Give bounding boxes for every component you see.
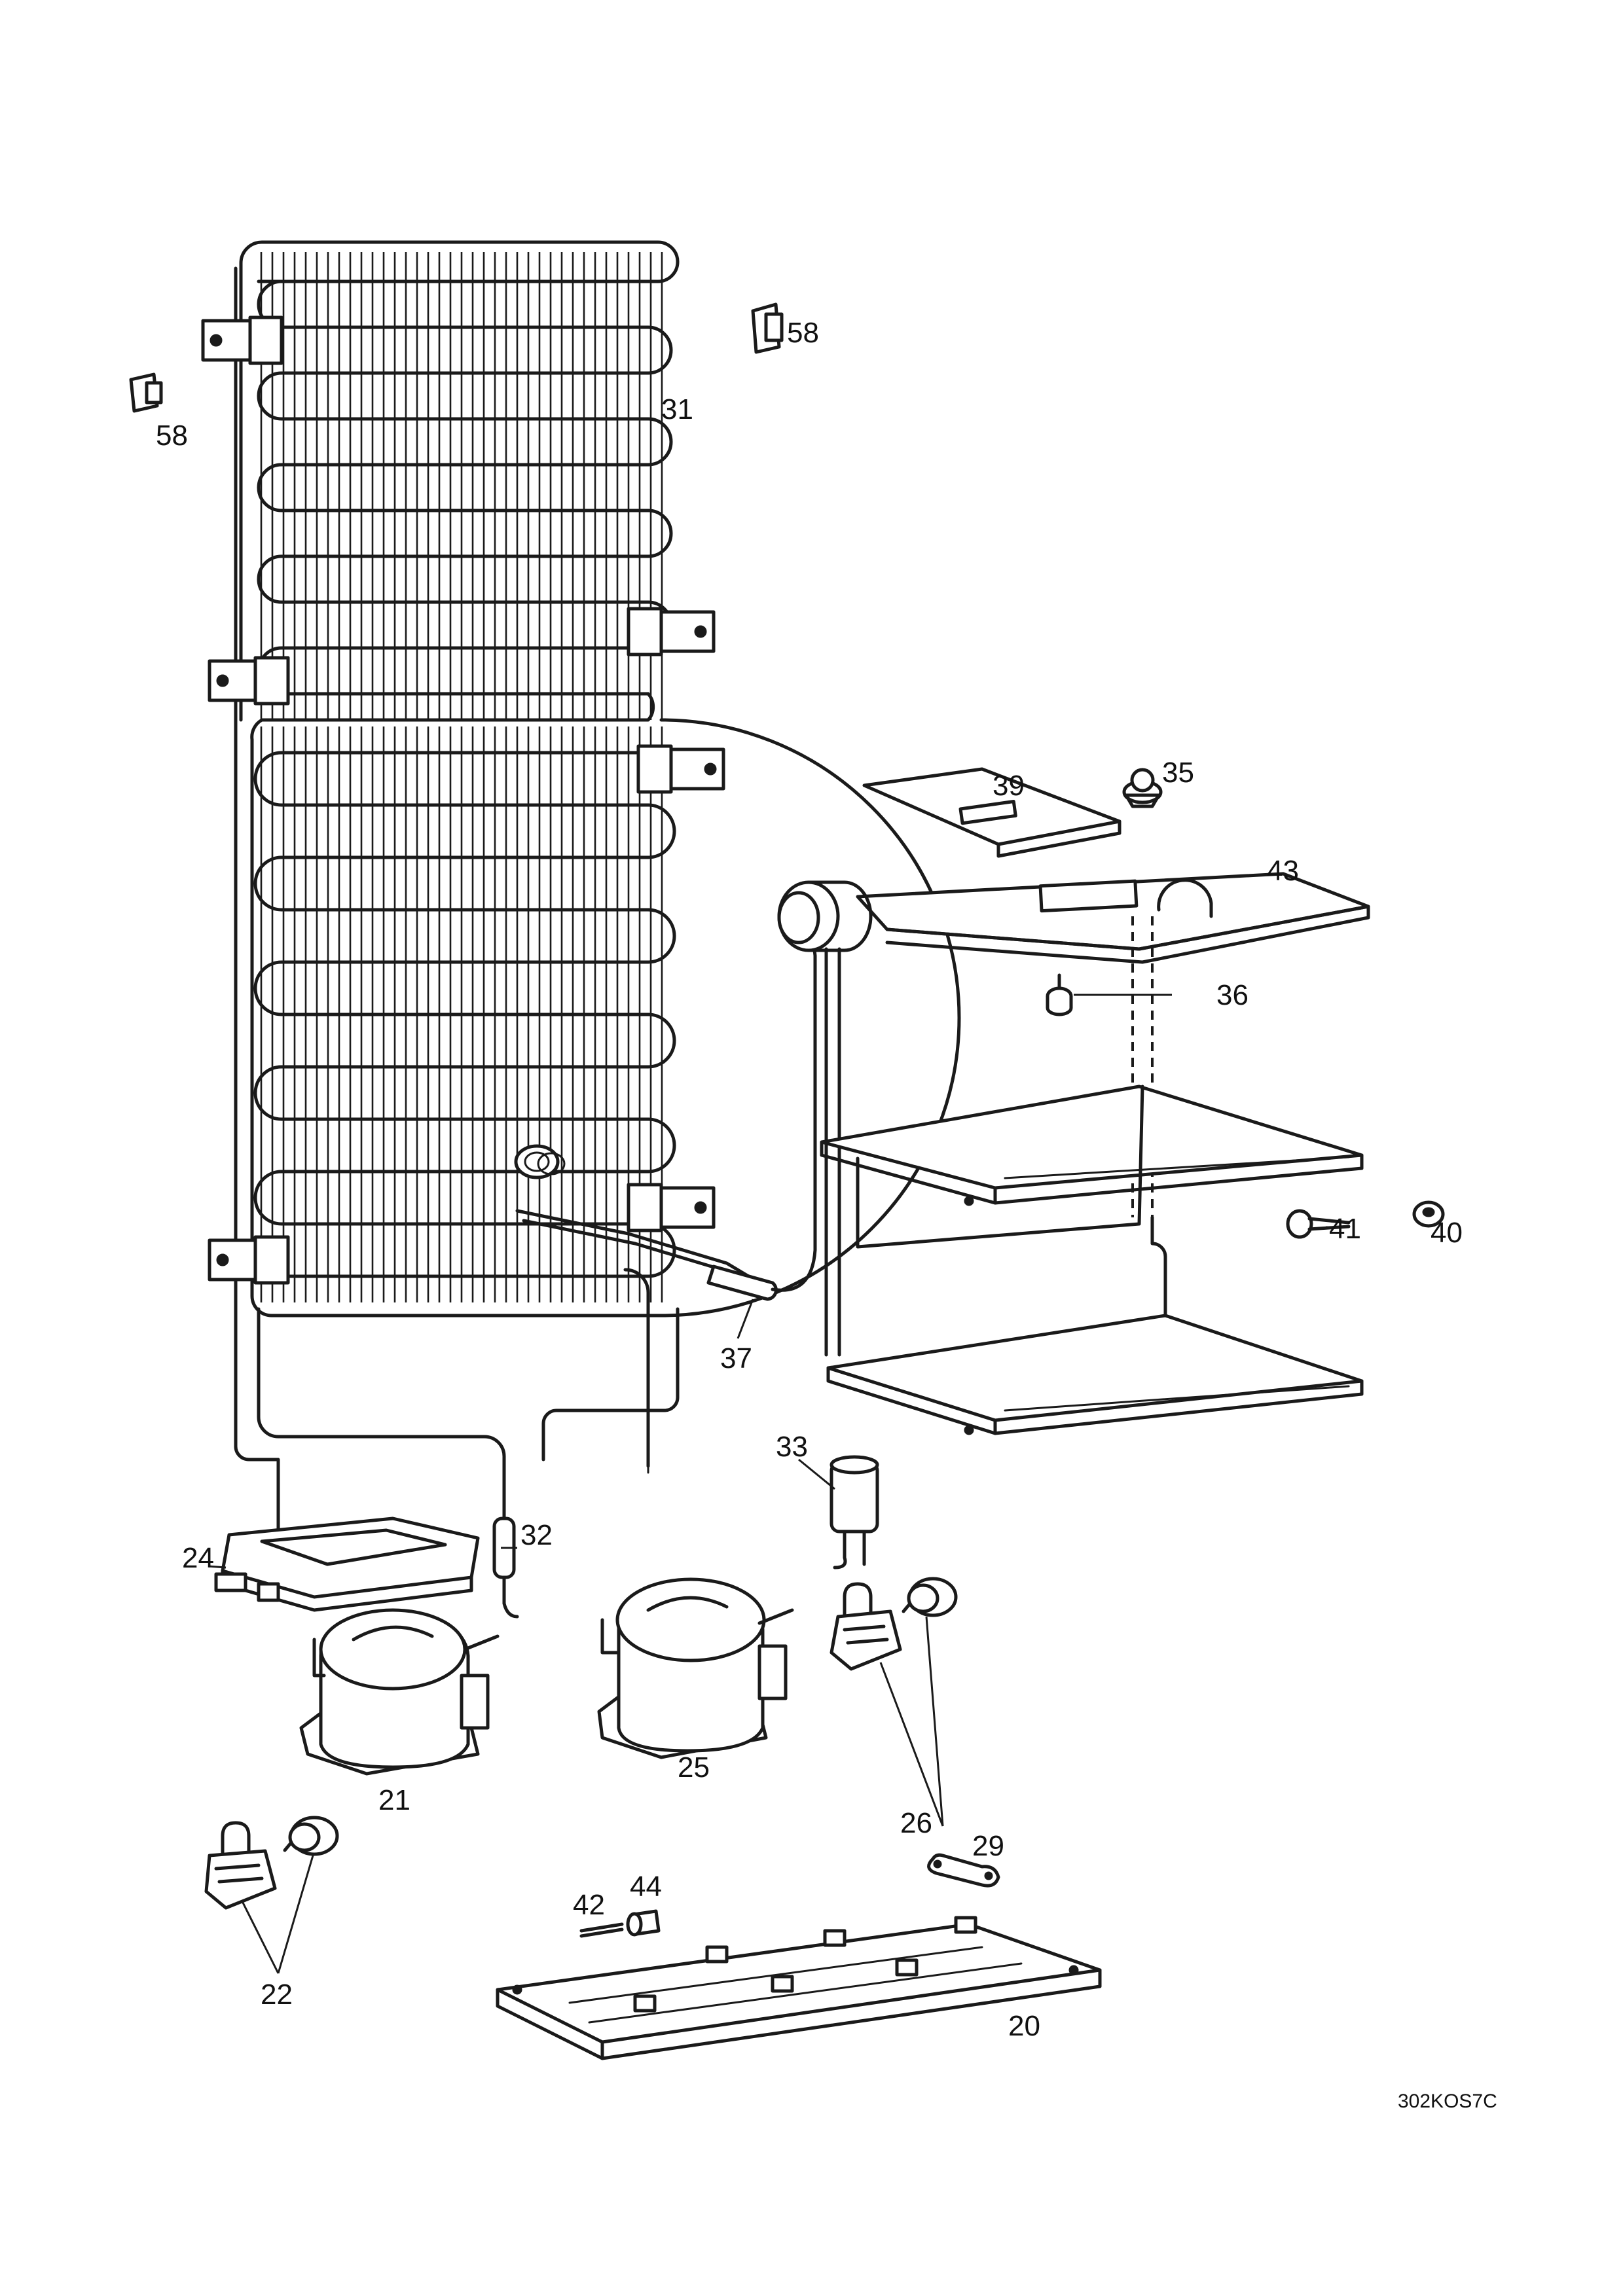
condenser-bracket [208,656,290,706]
callout-43: 43 [1267,855,1299,887]
condenser-bracket [208,1235,290,1285]
condenser-bracket [636,744,725,794]
callout-24: 24 [182,1542,214,1574]
callout-58-right: 58 [787,317,819,349]
callout-42: 42 [573,1889,605,1921]
compressor-part-25 [597,1577,794,1759]
callout-22: 22 [261,1979,293,2011]
callout-31: 31 [661,393,693,425]
capacitor [830,1455,879,1570]
callout-25: 25 [678,1751,710,1784]
callout-numbers: 58 58 31 39 35 43 36 41 40 37 33 32 24 2… [156,317,1497,2112]
callout-33: 33 [776,1431,808,1463]
callout-20: 20 [1008,2010,1040,2042]
nut-part-40 [1412,1200,1445,1228]
callout-26: 26 [900,1807,932,1839]
clip-part-58-left [129,372,163,413]
relay-overload-part-26 [830,1577,958,1671]
evaporator-shelf-frame [777,872,1370,1435]
condenser-bracket [627,1183,716,1232]
compressor-base-plate [496,1916,1102,2060]
cover-plate [862,767,1122,858]
callout-36: 36 [1216,979,1249,1011]
callout-21: 21 [378,1784,410,1816]
callout-44: 44 [630,1871,662,1903]
drawing-code: 302KOS7C [1398,2090,1497,2112]
callout-39: 39 [993,770,1025,802]
stud-part-36 [1046,973,1073,1016]
capillary-heat-exchanger [514,921,827,1301]
pin-part-42 [579,1922,624,1938]
callout-41: 41 [1329,1213,1361,1245]
condenser-coil [201,240,961,1534]
callout-29: 29 [972,1830,1004,1862]
strap-part-29 [927,1853,1000,1888]
compressor-part-21 [299,1608,500,1776]
condenser-bracket [201,315,283,365]
condenser-bracket [627,607,716,656]
callout-35: 35 [1162,757,1194,789]
callout-37: 37 [720,1342,752,1374]
filter-drier [492,1516,519,1619]
callout-40: 40 [1431,1217,1463,1249]
bushing-part-44 [626,1909,661,1937]
drip-tray [214,1516,480,1612]
callout-32: 32 [520,1519,553,1551]
relay-overload-part-22 [204,1816,339,1910]
clip-part-58-right [751,302,784,354]
leader-lines [208,994,1349,1974]
callout-58-left: 58 [156,420,188,452]
screw-part-35 [1122,768,1163,808]
